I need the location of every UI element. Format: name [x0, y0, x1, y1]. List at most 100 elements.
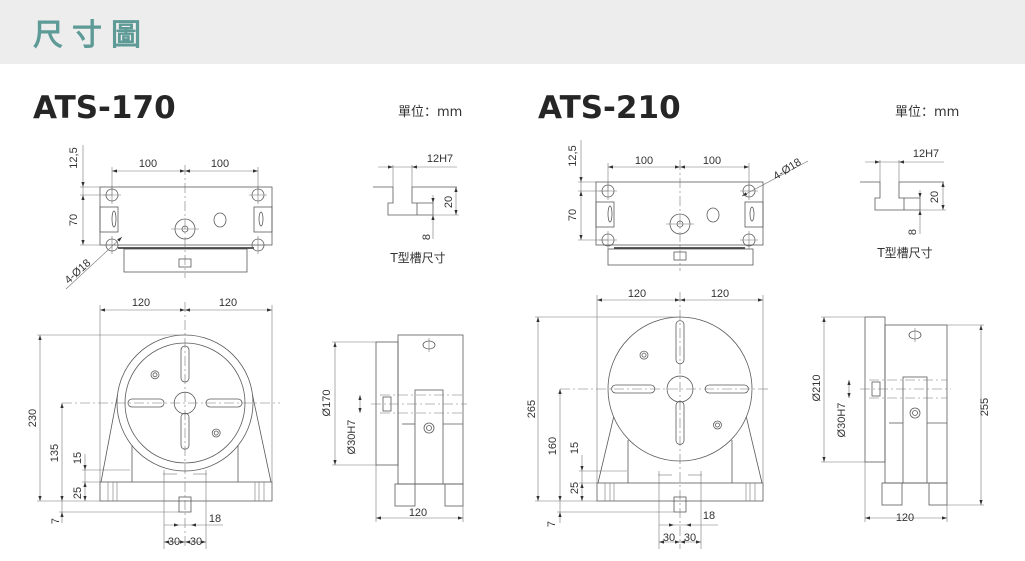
dim-key: 18 — [703, 510, 715, 522]
dimension-arrow — [81, 182, 85, 187]
dimension-arrow — [696, 540, 701, 544]
dim-table-diameter: Ø170 — [321, 390, 333, 417]
dimension-arrow — [680, 298, 685, 302]
dimension-arrow — [388, 165, 393, 169]
t-slot-ats-170 — [373, 165, 459, 239]
dimension-arrow — [38, 496, 42, 501]
dimension-arrow — [164, 540, 169, 544]
dimension-arrow — [608, 165, 613, 169]
dim-key-right: 30 — [684, 532, 696, 544]
dim-half-left: 120 — [132, 297, 150, 309]
dimension-arrow — [847, 380, 851, 385]
dim-edge-offset: 12,5 — [567, 145, 579, 166]
dimension-arrow — [536, 496, 540, 501]
dimension-arrow — [659, 540, 664, 544]
dim-holes: 4-Ø18 — [771, 156, 803, 182]
model-title: ATS-210 — [538, 90, 681, 126]
unit-label: 單位：mm — [398, 105, 462, 120]
dim-tslot-bottom: 8 — [421, 234, 433, 240]
dimension-arrow — [60, 403, 64, 408]
dim-center-height: 160 — [547, 437, 559, 455]
dimension-arrow — [580, 466, 584, 471]
dim-bore: Ø30H7 — [836, 403, 848, 438]
dimension-arrow — [180, 540, 185, 544]
header-bar: 尺寸圖 — [0, 0, 1025, 64]
dim-height: 230 — [27, 409, 39, 427]
dimension-arrow — [579, 191, 583, 196]
dimension-arrow — [185, 169, 190, 173]
dim-depth: 120 — [896, 512, 914, 524]
dimension-arrow — [60, 496, 64, 501]
dimension-arrow — [680, 540, 685, 544]
dimension-arrow — [191, 523, 196, 527]
dimension-arrow — [875, 160, 880, 164]
dim-25: 25 — [72, 487, 84, 499]
dimension-arrow — [918, 210, 922, 215]
dimension-arrow — [742, 192, 748, 196]
dim-pitch-right: 100 — [211, 158, 229, 170]
top-view-ats-170 — [65, 145, 273, 290]
dimension-arrow — [376, 516, 381, 520]
dimension-arrow — [865, 516, 870, 520]
dim-key-left: 30 — [663, 532, 675, 544]
dimension-arrow — [979, 500, 983, 505]
t-slot-ats-210 — [860, 160, 946, 234]
dimension-arrow — [558, 389, 562, 394]
dimension-arrow — [744, 165, 749, 169]
dimension-arrow — [675, 540, 680, 544]
dim-15: 15 — [569, 442, 581, 454]
dimension-arrow — [267, 308, 272, 312]
dim-25: 25 — [569, 482, 581, 494]
dimension-arrow — [758, 298, 763, 302]
dim-holes: 4-Ø18 — [63, 257, 94, 286]
dimension-arrow — [201, 540, 206, 544]
dim-edge-offset: 12,5 — [68, 147, 80, 168]
dim-key: 18 — [209, 513, 221, 525]
dim-tslot-depth: 20 — [443, 196, 455, 208]
dimension-arrow — [431, 215, 435, 220]
dim-tslot-width: 12H7 — [913, 148, 939, 160]
dimension-arrow — [117, 237, 122, 242]
dimension-arrow — [180, 308, 185, 312]
dim-hole-pitch: 70 — [567, 209, 579, 221]
dimension-arrow — [579, 235, 583, 240]
dim-15: 15 — [72, 452, 84, 464]
side-view-ats-170 — [332, 334, 467, 522]
dim-half-left: 120 — [628, 288, 646, 300]
dimension-arrow — [580, 483, 584, 488]
dimension-arrow — [454, 210, 458, 215]
dimension-arrow — [675, 298, 680, 302]
dimension-arrow — [941, 205, 945, 210]
dimension-arrow — [38, 335, 42, 340]
top-view-ats-210 — [578, 140, 809, 271]
tslot-caption: T型槽尺寸 — [876, 246, 932, 260]
dimension-arrow — [558, 512, 562, 517]
dimension-arrow — [83, 496, 87, 501]
dim-overall-height: 255 — [979, 398, 991, 416]
dim-7: 7 — [50, 518, 62, 524]
dim-key-right: 30 — [190, 536, 202, 548]
dimension-arrow — [680, 165, 685, 169]
dimension-arrow — [81, 240, 85, 245]
dimension-arrow — [669, 523, 674, 527]
model-title: ATS-170 — [33, 90, 176, 126]
dim-bore: Ø30H7 — [346, 420, 358, 455]
dim-7: 7 — [546, 521, 558, 527]
dim-hole-pitch: 70 — [68, 214, 80, 226]
tslot-caption: T型槽尺寸 — [389, 251, 445, 265]
dimension-arrow — [942, 516, 947, 520]
front-view-ats-170 — [37, 302, 280, 549]
dim-key-left: 30 — [168, 536, 180, 548]
dimension-arrow — [333, 460, 337, 465]
dimension-arrow — [899, 160, 904, 164]
dim-depth: 120 — [409, 507, 427, 519]
model-ats-170-labels: ATS-170 單位：mm 100 100 12,5 70 4-Ø18 12H7… — [27, 90, 462, 548]
dimension-arrow — [358, 408, 362, 413]
dimension-arrow — [579, 177, 583, 182]
unit-label: 單位：mm — [895, 105, 959, 120]
dimension-arrow — [597, 298, 602, 302]
dimension-arrow — [60, 512, 64, 517]
dimension-arrow — [333, 342, 337, 347]
dim-tslot-width: 12H7 — [427, 153, 453, 165]
